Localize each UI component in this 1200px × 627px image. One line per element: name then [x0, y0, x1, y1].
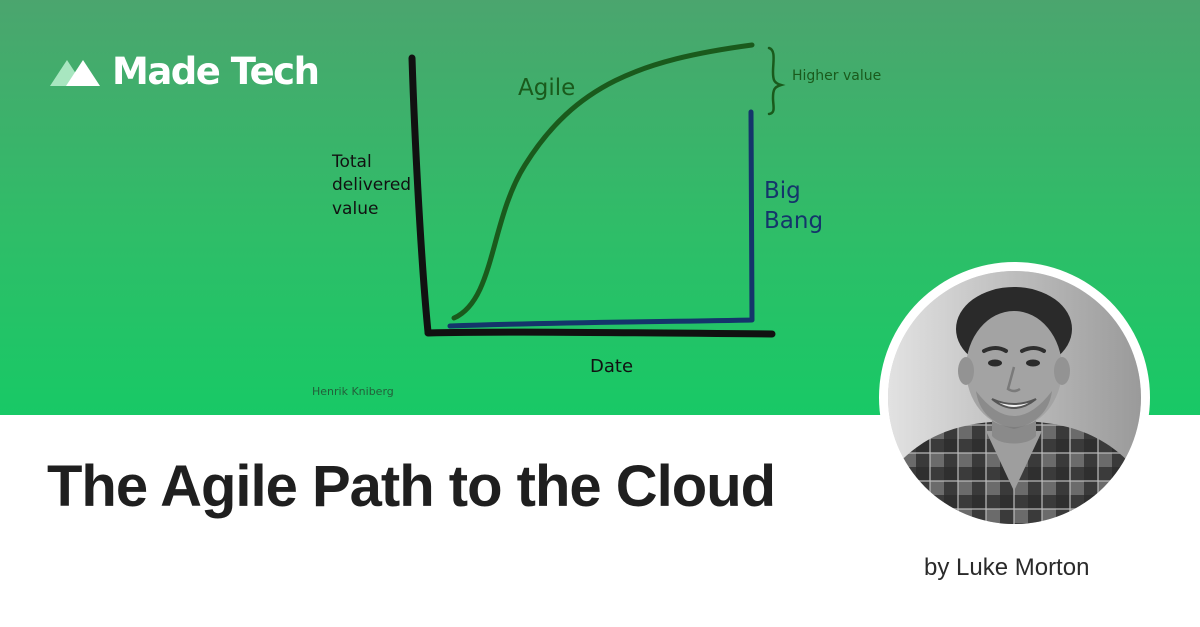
y-axis-label-line-3: value: [332, 199, 378, 219]
agile-vs-bigbang-sketch: Agile Higher value Total delivered value…: [331, 42, 881, 377]
hero-banner: Made Tech Agile Higher value Total deliv…: [0, 0, 1200, 415]
article-byline: by Luke Morton: [924, 554, 1090, 581]
sketch-credit: Henrik Kniberg: [312, 385, 394, 398]
author-avatar: [888, 271, 1141, 524]
bigbang-line: [447, 109, 755, 329]
x-axis: [424, 328, 776, 338]
bigbang-label-line-2: Bang: [764, 208, 823, 234]
agile-label: Agile: [518, 75, 575, 101]
x-axis-label: Date: [590, 356, 633, 377]
y-axis-label-line-1: Total: [331, 152, 372, 172]
agile-curve: [451, 42, 755, 321]
higher-value-label: Higher value: [792, 68, 881, 84]
author-portrait: [888, 271, 1141, 524]
y-axis: [408, 54, 432, 336]
logo-wordmark: Made Tech: [112, 49, 320, 93]
logo-mountain-icon: [50, 60, 100, 86]
article-title: The Agile Path to the Cloud: [47, 454, 776, 519]
bigbang-label-line-1: Big: [764, 178, 801, 204]
higher-value-brace: [767, 46, 786, 116]
y-axis-label-line-2: delivered: [332, 175, 411, 195]
made-tech-logo[interactable]: Made Tech: [50, 46, 320, 96]
